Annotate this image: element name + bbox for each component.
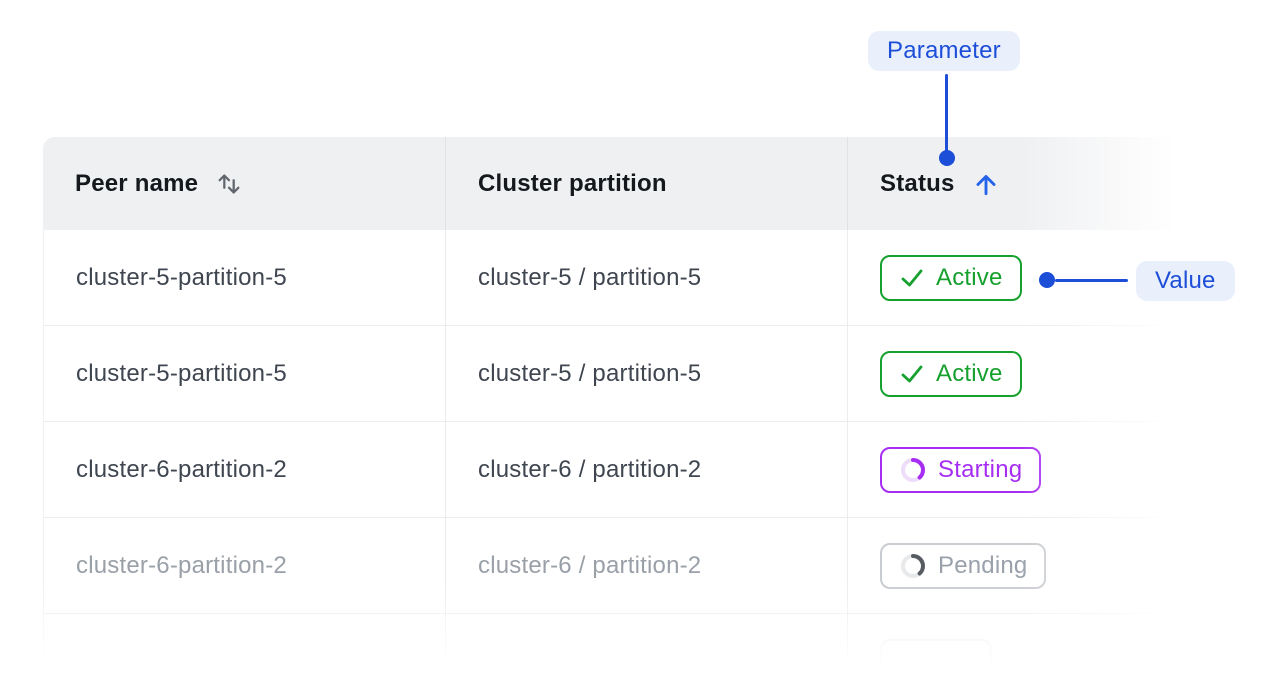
parameter-connector-dot: [939, 150, 955, 166]
peers-table: Peer name Cluster partition Status: [43, 137, 1210, 688]
status-badge-label: Active: [936, 359, 1003, 387]
column-header-status[interactable]: Status: [847, 137, 1210, 230]
column-header-peer-name[interactable]: Peer name: [43, 137, 445, 230]
column-header-cluster-partition[interactable]: Cluster partition: [445, 137, 847, 230]
parameter-annotation-pill: Parameter: [868, 31, 1020, 71]
cluster-partition-cell: cluster-5 / partition-5: [445, 326, 847, 421]
status-badge: [880, 638, 992, 685]
status-cell: Pending: [847, 518, 1210, 613]
table-row[interactable]: [44, 614, 1210, 688]
peer-name-cell: cluster-6-partition-2: [76, 455, 287, 483]
sort-asc-icon[interactable]: [971, 169, 1001, 199]
table-row[interactable]: cluster-5-partition-5 cluster-5 / partit…: [44, 326, 1210, 422]
status-badge-label: Pending: [938, 551, 1028, 579]
cluster-partition-cell: cluster-6 / partition-2: [445, 518, 847, 613]
status-badge: Starting: [880, 446, 1042, 493]
status-badge: Active: [880, 254, 1022, 301]
spinner-icon: [899, 552, 927, 580]
cluster-partition-cell: cluster-6 / partition-2: [445, 422, 847, 517]
peer-name-cell: cluster-5-partition-5: [76, 263, 287, 291]
status-cell: [847, 614, 1210, 688]
sort-both-icon[interactable]: [214, 169, 244, 199]
table-row[interactable]: cluster-5-partition-5 cluster-5 / partit…: [44, 230, 1210, 326]
value-connector-dot: [1039, 272, 1055, 288]
status-cell: Active: [847, 326, 1210, 421]
value-annotation-pill: Value: [1136, 261, 1235, 301]
status-badge-label: Starting: [938, 455, 1023, 483]
column-header-cluster-partition-label: Cluster partition: [478, 169, 667, 197]
status-badge-label: Active: [936, 263, 1003, 291]
peer-name-cell: [44, 614, 445, 688]
cluster-partition-cell: [445, 614, 847, 688]
table-body: cluster-5-partition-5 cluster-5 / partit…: [43, 230, 1210, 688]
parameter-connector-line: [945, 74, 948, 152]
column-header-peer-name-label: Peer name: [75, 169, 199, 197]
table-header-row: Peer name Cluster partition Status: [43, 137, 1210, 230]
peer-name-cell: cluster-5-partition-5: [76, 359, 287, 387]
spinner-icon: [899, 456, 927, 484]
status-cell: Starting: [847, 422, 1210, 517]
value-connector-line: [1055, 279, 1128, 282]
peer-name-cell: cluster-6-partition-2: [76, 551, 287, 579]
check-icon: [899, 361, 925, 387]
status-badge: Active: [880, 350, 1022, 397]
check-icon: [899, 265, 925, 291]
column-header-status-label: Status: [880, 169, 955, 197]
status-badge: Pending: [880, 542, 1047, 589]
table-row[interactable]: cluster-6-partition-2 cluster-6 / partit…: [44, 422, 1210, 518]
cluster-partition-cell: cluster-5 / partition-5: [445, 230, 847, 325]
table-row[interactable]: cluster-6-partition-2 cluster-6 / partit…: [44, 518, 1210, 614]
status-cell: Active: [847, 230, 1210, 325]
